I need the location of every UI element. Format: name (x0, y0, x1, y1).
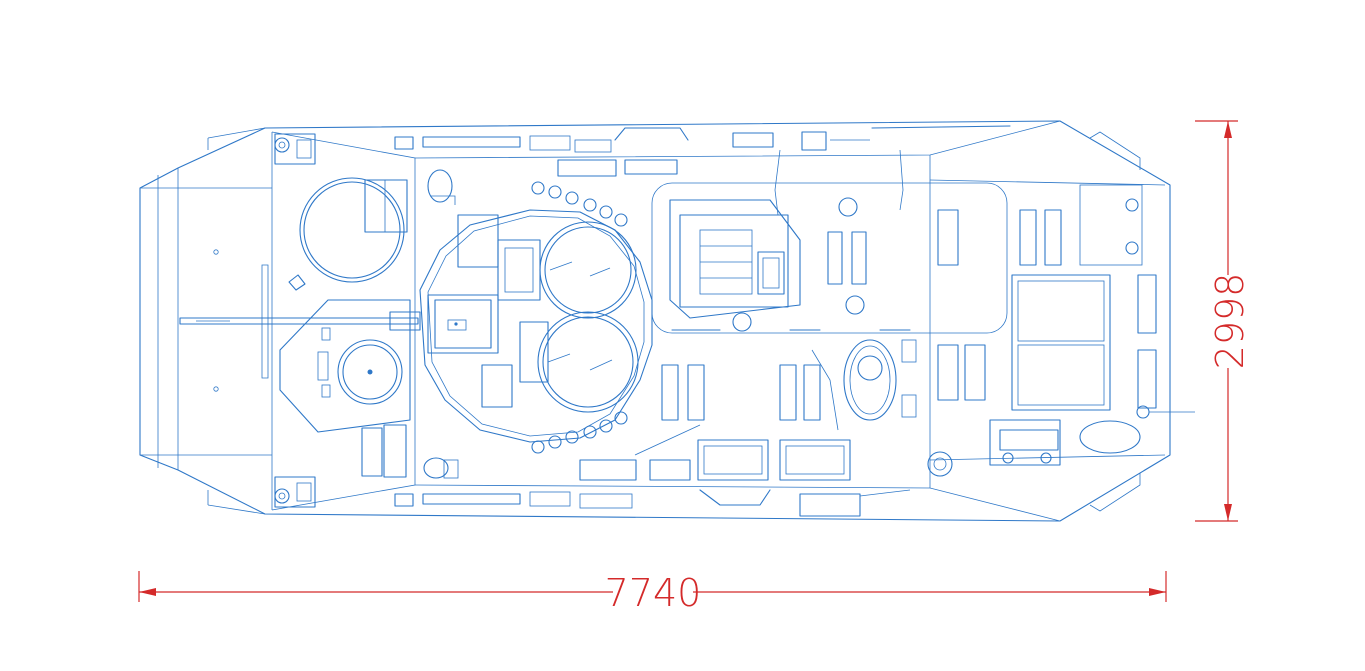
mid-section (651, 149, 1008, 481)
bottom-edge-equipment (394, 424, 911, 517)
length-dimension (138, 571, 1167, 602)
length-dimension-label: 7740 (605, 571, 702, 615)
top-edge-equipment (394, 125, 1011, 177)
hull-outline (139, 120, 1171, 522)
width-dimension (1195, 120, 1238, 522)
front-section (179, 133, 421, 508)
width-dimension-label: 2998 (1208, 273, 1252, 370)
turret (419, 169, 653, 479)
rear-section (937, 184, 1195, 466)
